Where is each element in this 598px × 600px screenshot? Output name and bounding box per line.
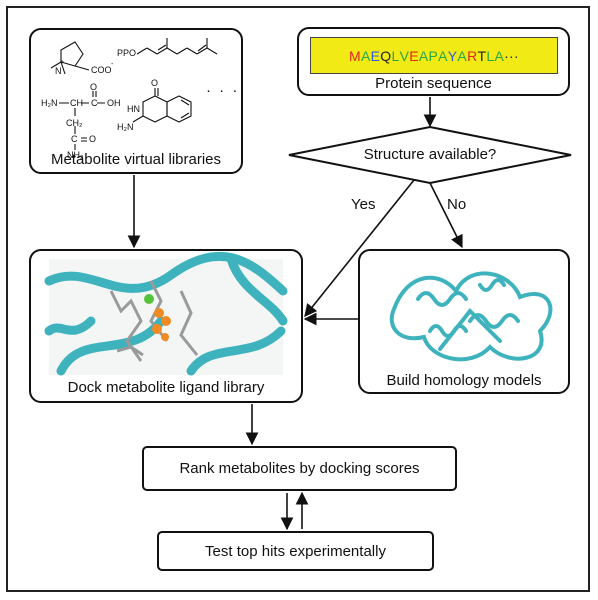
chem-plus: + [60, 59, 65, 66]
edge-no-label: No [447, 196, 467, 213]
chem-h2n: H₂N [41, 98, 58, 108]
metabolite-libraries-label: Metabolite virtual libraries [50, 151, 222, 168]
more-metabolites-ellipsis: · · · [206, 82, 240, 99]
chem-c-mid: C [71, 134, 78, 144]
chem-o-mid: O [89, 134, 97, 144]
sequence-residue: ··· [504, 47, 519, 64]
chem-oh: OH [107, 98, 121, 108]
sequence-residue: R [467, 47, 478, 64]
rank-box: Rank metabolites by docking scores [142, 446, 457, 491]
docking-pose-image [44, 251, 288, 376]
arrow-yes-to-dock [304, 179, 415, 317]
sequence-residue: L [486, 47, 495, 64]
sequence-residue: Y [447, 47, 458, 64]
dock-label: Dock metabolite ligand library [67, 379, 265, 396]
chem-o-pterin: O [151, 78, 159, 88]
chem-hn: HN [127, 104, 140, 114]
chem-o-top: O [90, 82, 98, 92]
figure-frame [6, 6, 590, 592]
arrow-no-to-homology [429, 182, 463, 249]
chem-coo: COO [91, 65, 112, 75]
chem-n-methyl: N [55, 66, 62, 76]
homology-model-image [389, 271, 553, 362]
chem-ppo: PPO [117, 48, 137, 58]
metabolite-libraries-box: N + COO - PPO · · · H₂N CH C O OH CH₂ C … [29, 28, 243, 174]
decision-label: Structure available? [363, 146, 497, 163]
chem-c-top: C [91, 98, 98, 108]
chem-minus: - [111, 61, 114, 68]
homology-label: Build homology models [386, 372, 542, 389]
homology-box: Build homology models [358, 249, 570, 394]
chem-ch2: CH₂ [66, 118, 83, 128]
chem-h2n-pterin: H₂N [117, 122, 134, 132]
sequence-residue: M [349, 47, 361, 64]
sequence-residue: E [409, 47, 419, 64]
sequence-residue: L [391, 47, 400, 64]
test-box: Test top hits experimentally [157, 531, 434, 571]
decision-diamond [288, 125, 572, 185]
chem-ch: CH [70, 98, 83, 108]
sequence-residue: A [438, 47, 448, 64]
sequence-residue: A [457, 47, 468, 64]
protein-sequence-label: Protein sequence [375, 75, 492, 92]
edge-yes-label: Yes [351, 196, 376, 213]
sequence-residue: T [477, 47, 487, 64]
sequence-residue: E [370, 47, 381, 64]
sequence-residue: V [399, 47, 410, 64]
sequence-residue: A [418, 47, 429, 64]
chem-nh2: NH₂ [67, 150, 84, 160]
metabolite-structures [50, 38, 218, 150]
sequence-residue: A [494, 47, 505, 64]
sequence-residue: P [428, 47, 439, 64]
sequence-residue: Q [380, 47, 392, 64]
test-label: Test top hits experimentally [205, 542, 386, 560]
dock-box: Dock metabolite ligand library [29, 249, 303, 403]
rank-label: Rank metabolites by docking scores [179, 460, 420, 477]
sequence-residue: A [361, 47, 371, 64]
